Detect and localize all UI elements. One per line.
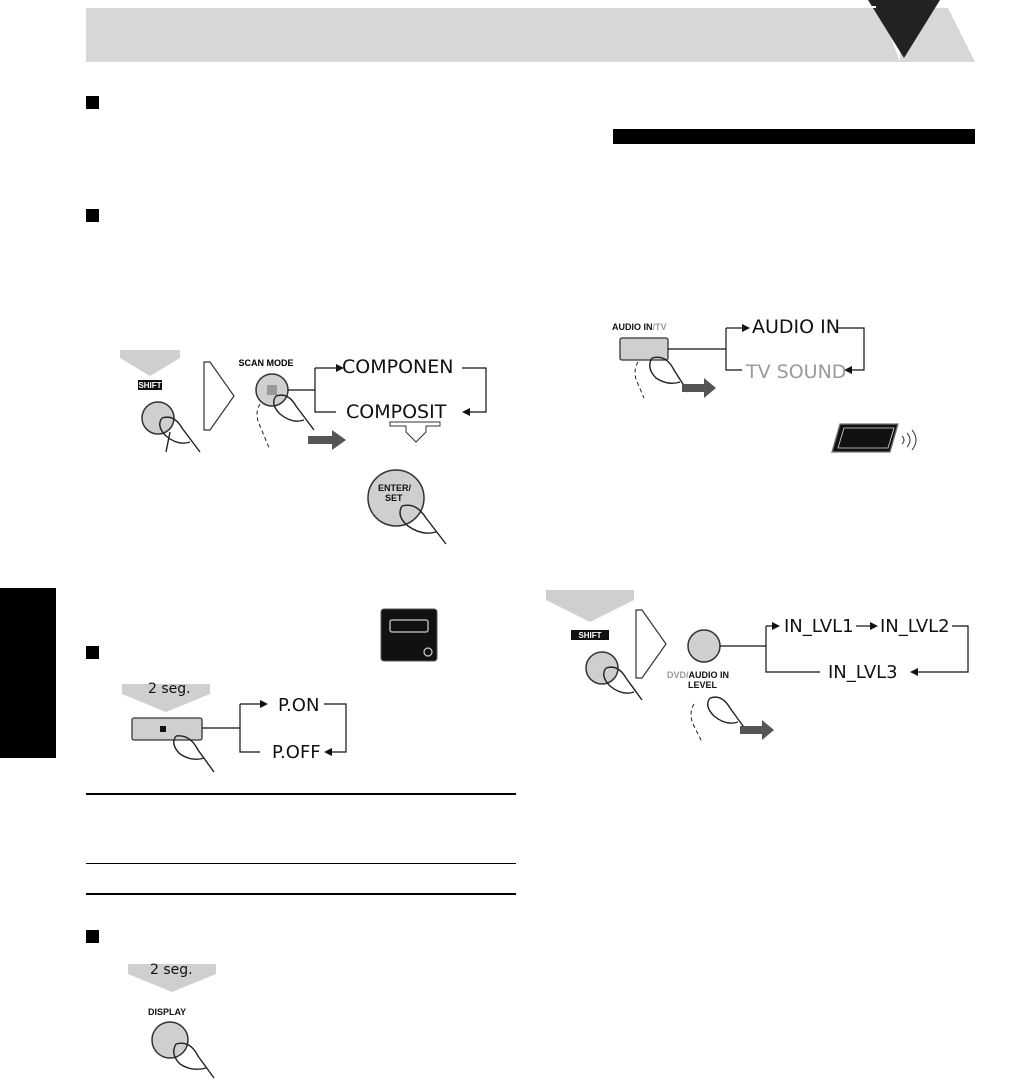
option-pon: P.ON [278, 695, 320, 716]
display-button [151, 1021, 189, 1059]
power-button [131, 717, 203, 741]
enter-set-button [367, 469, 425, 527]
enter-label-1: ENTER/ [378, 483, 412, 493]
display-label: DISPLAY [148, 1007, 187, 1017]
audio-in-button [619, 337, 669, 361]
section-bullet-4 [86, 930, 99, 943]
level-label-audio: AUDIO IN [688, 670, 730, 680]
level-label-line1: DVD/AUDIO IN [667, 670, 729, 680]
section-bullet-2 [86, 209, 99, 222]
option-tv-sound: TV SOUND [746, 361, 847, 383]
display-diagram [128, 964, 216, 1079]
shift-key-label: SHIFT [138, 381, 161, 390]
header-band [86, 0, 975, 62]
option-componen: COMPONEN [342, 356, 454, 378]
shift-button [141, 401, 175, 435]
rule-1 [86, 793, 516, 795]
scan-mode-label: SCAN MODE [238, 358, 293, 368]
remote-sensor-icon [831, 423, 917, 453]
rule-2 [86, 863, 516, 864]
option-composit: COMPOSIT [346, 401, 447, 423]
option-poff: P.OFF [272, 742, 321, 763]
level-shift-label: SHIFT [578, 631, 601, 640]
section-heading-bar [613, 129, 975, 144]
rule-3 [86, 893, 516, 895]
power-diagram [122, 684, 347, 773]
level-label-dvd: DVD/ [667, 670, 689, 680]
level-button [687, 629, 721, 663]
option-in-lvl2: IN_LVL2 [880, 616, 950, 637]
section-bullet-3 [86, 646, 99, 659]
audio-in-diagram [619, 324, 865, 399]
level-diagram: SHIFT [546, 590, 969, 743]
level-label-line2: LEVEL [688, 680, 718, 690]
section-bullet-1 [86, 96, 99, 109]
enter-label-2: SET [385, 493, 403, 503]
audio-in-label-2: /TV [652, 322, 667, 332]
triangle-down-icon [868, 0, 940, 58]
option-audio-in: AUDIO IN [752, 316, 840, 338]
side-tab [0, 588, 56, 758]
level-shift-button [585, 651, 619, 685]
hold-time-power: 2 seg. [148, 681, 191, 697]
hold-time-display: 2 seg. [150, 962, 193, 978]
audio-in-label: AUDIO IN/TV [612, 322, 667, 332]
option-in-lvl3: IN_LVL3 [828, 662, 898, 683]
scan-mode-diagram: SHIFT SCAN MODE [120, 350, 487, 545]
display-window-icon [380, 608, 438, 662]
option-in-lvl1: IN_LVL1 [784, 616, 854, 637]
audio-in-label-1: AUDIO IN [612, 322, 653, 332]
